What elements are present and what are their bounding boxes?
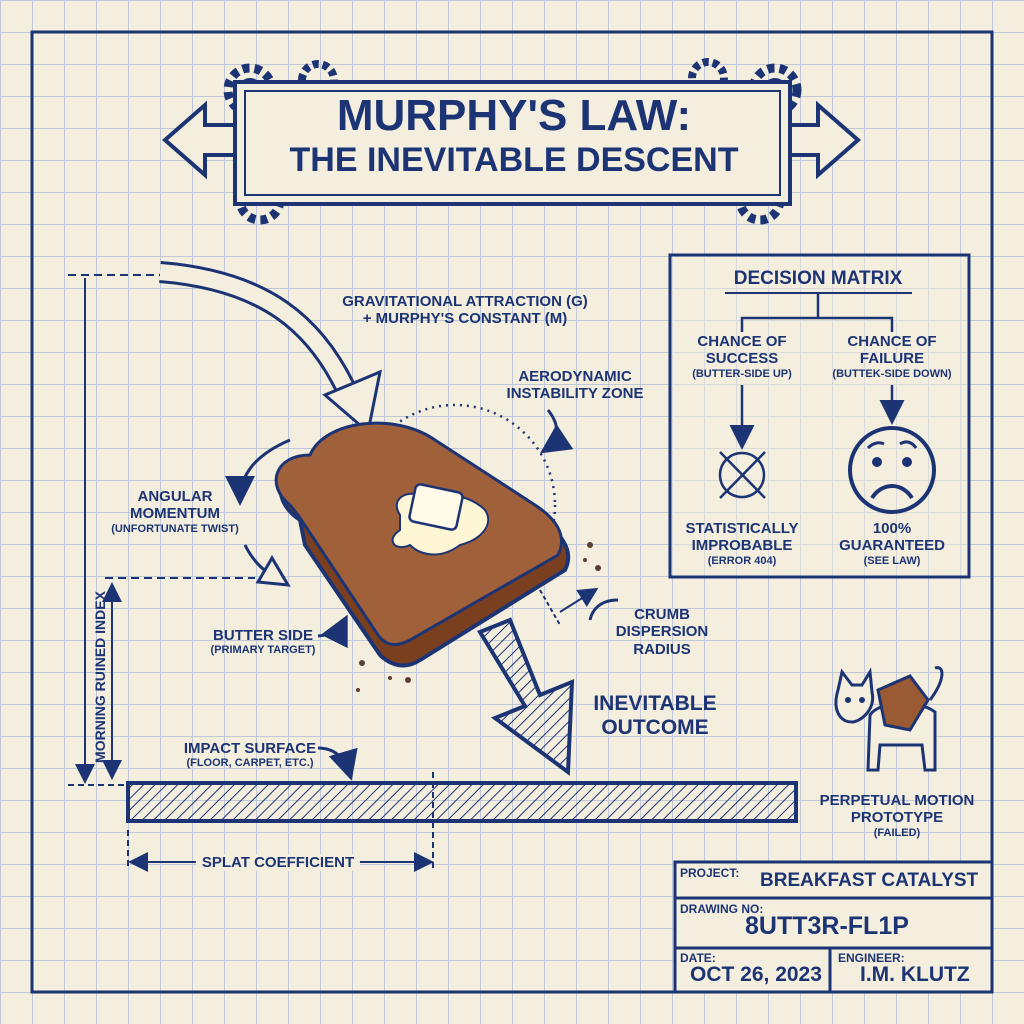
impact-surface-label: IMPACT SURFACE(FLOOR, CARPET, ETC.) bbox=[183, 740, 317, 770]
crumbs bbox=[356, 542, 601, 692]
impact-surface bbox=[126, 781, 798, 823]
crossed-face-icon bbox=[718, 451, 766, 499]
toast-illustration bbox=[274, 421, 571, 668]
title-line-2: THE INEVITABLE DESCENT bbox=[289, 141, 739, 179]
drawing-value: 8UTT3R-FL1P bbox=[745, 912, 909, 940]
failure-result: 100%GUARANTEED(SEE LAW) bbox=[839, 520, 945, 567]
title-block bbox=[673, 860, 994, 994]
engineer-value: I.M. KLUTZ bbox=[860, 963, 970, 986]
project-value: BREAKFAST CATALYST bbox=[760, 870, 979, 891]
morning-ruined-dimension bbox=[68, 274, 255, 786]
morning-ruined-index-label: MORNING RUINED INDEX bbox=[91, 591, 108, 763]
page-title: MURPHY'S LAW: THE INEVITABLE DESCENT bbox=[240, 92, 788, 180]
drawing-label: DRAWING NO: bbox=[680, 902, 764, 916]
cat-with-toast-icon bbox=[834, 666, 944, 772]
decision-matrix-title: DECISION MATRIX bbox=[733, 268, 903, 289]
decision-matrix-diagram bbox=[668, 253, 971, 579]
engineer-label: ENGINEER: bbox=[838, 951, 905, 965]
date-label: DATE: bbox=[680, 951, 716, 965]
sad-face-icon bbox=[848, 426, 936, 514]
project-label: PROJECT: bbox=[680, 866, 740, 880]
splat-coefficient-label: SPLAT COEFFICIENT bbox=[195, 854, 361, 872]
instability-zone bbox=[353, 403, 557, 607]
angular-arrow bbox=[225, 438, 291, 506]
inevitable-outcome-arrow bbox=[477, 617, 575, 776]
date-value: OCT 26, 2023 bbox=[690, 963, 822, 986]
gravity-label: GRAVITATIONAL ATTRACTION (G)+ MURPHY'S C… bbox=[342, 293, 588, 328]
title-line-1: MURPHY'S LAW: bbox=[336, 91, 692, 140]
butter-side-label: BUTTER SIDE(PRIMARY TARGET) bbox=[210, 627, 316, 657]
title-banner bbox=[161, 80, 862, 206]
outer-border bbox=[30, 30, 994, 994]
